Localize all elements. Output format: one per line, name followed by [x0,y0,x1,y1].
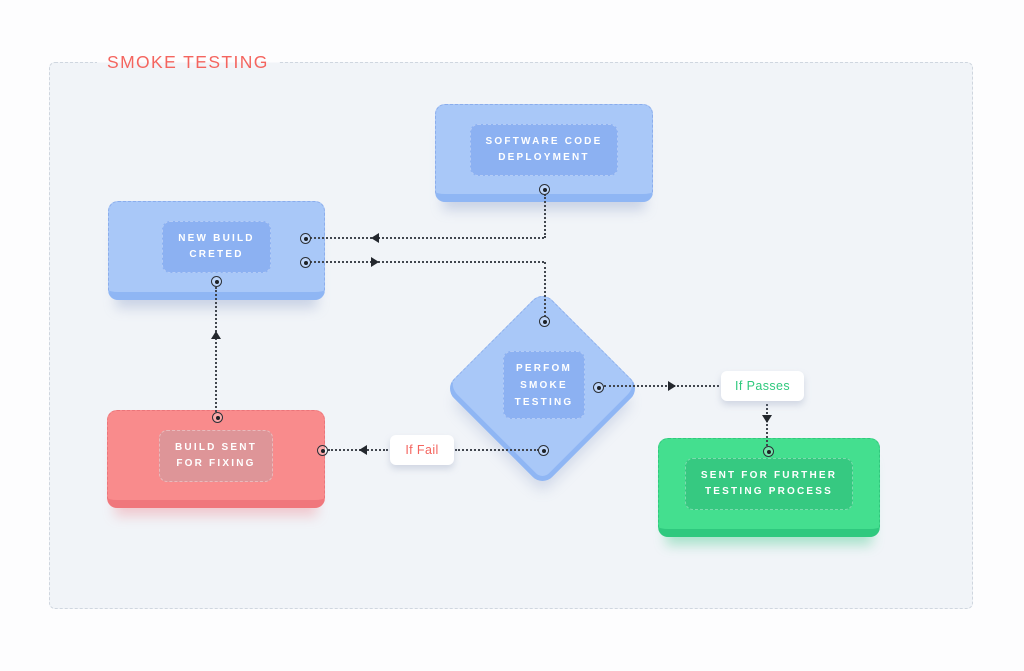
connector-dot [763,446,774,457]
flow-line-newbuild-to-diamond-h [310,261,544,263]
connector-dot [538,445,549,456]
node-label: BUILD SENT FOR FIXING [159,429,273,482]
arrowhead-icon [359,445,367,455]
connector-dot [593,382,604,393]
arrowhead-icon [371,233,379,243]
diagram-title: SMOKE TESTING [97,51,279,73]
arrowhead-icon [211,331,221,339]
connector-dot [539,184,550,195]
node-new-build-created: NEW BUILD CRETED [108,201,325,300]
node-label: SOFTWARE CODE DEPLOYMENT [469,123,619,176]
connector-dot [211,276,222,287]
connector-dot [212,412,223,423]
node-label: SENT FOR FURTHER TESTING PROCESS [684,458,854,510]
edge-label-if-passes: If Passes [721,371,804,401]
arrowhead-icon [371,257,379,267]
arrowhead-icon [762,415,772,423]
connector-dot [300,257,311,268]
flow-line-diamond-to-faillabel [455,449,539,451]
connector-dot [317,445,328,456]
flow-line-fix-to-newbuild [215,287,217,412]
flow-line-diamond-to-passlabel [604,385,719,387]
node-label: NEW BUILD CRETED [162,221,271,273]
edge-label-text: If Passes [734,379,790,393]
flow-line-deployment-to-newbuild [310,237,544,239]
flow-line-deployment-down [544,194,546,238]
node-build-sent-for-fixing: BUILD SENT FOR FIXING [107,410,325,508]
edge-label-text: If Fail [405,443,439,457]
arrowhead-icon [668,381,676,391]
node-perform-smoke-testing-label: PERFOM SMOKE TESTING [503,351,585,419]
connector-dot [539,316,550,327]
edge-label-if-fail: If Fail [390,435,454,465]
flow-line-newbuild-to-diamond-v [544,262,546,317]
connector-dot [300,233,311,244]
flow-line-faillabel-to-fixbox [328,449,388,451]
